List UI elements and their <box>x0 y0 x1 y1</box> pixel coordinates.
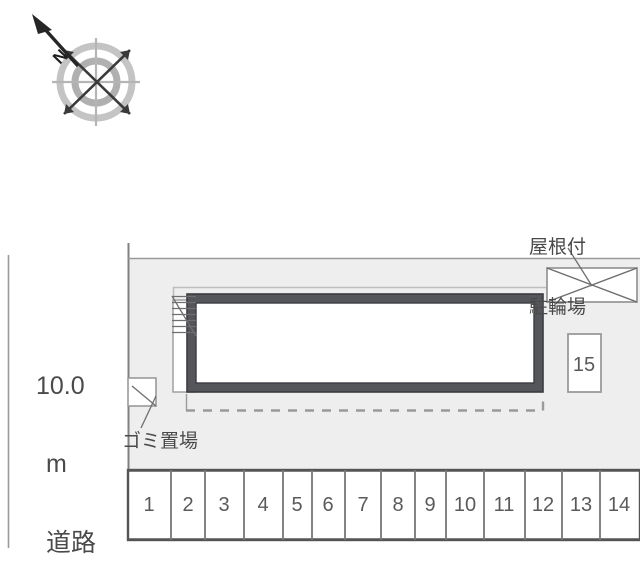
trash-label: ゴミ置場 <box>122 431 199 452</box>
road-label: 10.0 m 道路 <box>36 320 96 572</box>
exterior-staircase <box>171 295 197 337</box>
parking-stall-15-box[interactable] <box>567 333 602 393</box>
parking-stall-6-number[interactable]: 6 <box>322 494 334 516</box>
road-name-jp: 道路 <box>46 529 97 557</box>
building-inner-court <box>195 302 535 384</box>
eaves-dashed-line <box>186 400 545 412</box>
road-width-value: 10.0 <box>36 371 85 400</box>
parking-stall-8-number[interactable]: 8 <box>392 494 404 516</box>
parking-stall-15-number[interactable]: 15 <box>572 354 596 376</box>
parking-stall-3-number[interactable]: 3 <box>218 494 230 516</box>
parking-stall-9-number[interactable]: 9 <box>424 494 436 516</box>
parking-stall-12-number[interactable]: 12 <box>531 494 555 516</box>
bike-parking-label-line1: 屋根付 <box>529 236 587 258</box>
trash-leader-line <box>140 395 157 429</box>
road-width-unit: m <box>46 450 67 479</box>
bike-parking-leader-line <box>567 247 593 287</box>
parking-stall-5-number[interactable]: 5 <box>291 494 303 516</box>
parking-stall-10-number[interactable]: 10 <box>453 494 477 516</box>
parking-stall-13-number[interactable]: 13 <box>569 494 593 516</box>
bike-parking-label: 屋根付 駐輪場 <box>529 198 586 358</box>
parking-stall-2-number[interactable]: 2 <box>182 494 194 516</box>
parking-stall-4-number[interactable]: 4 <box>257 494 269 516</box>
parking-stall-14-number[interactable]: 14 <box>607 494 631 516</box>
parking-stalls-row <box>126 468 640 542</box>
compass-rings <box>52 38 140 126</box>
parking-stall-1-number[interactable]: 1 <box>143 494 155 516</box>
compass-north-arrow: N <box>32 14 80 67</box>
parking-stall-7-number[interactable]: 7 <box>357 494 369 516</box>
bike-parking-label-line2: 駐輪場 <box>529 296 587 318</box>
parking-stall-11-number[interactable]: 11 <box>493 494 515 516</box>
trash-collection-point <box>127 377 157 407</box>
